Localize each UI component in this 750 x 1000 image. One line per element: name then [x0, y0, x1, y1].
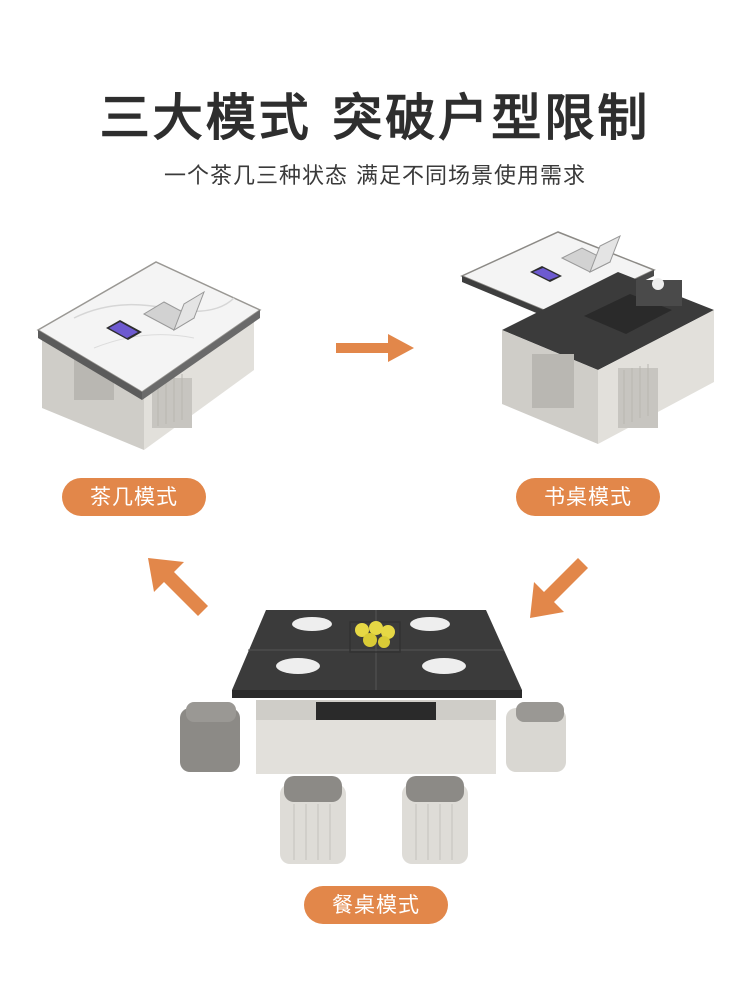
- page-subtitle: 一个茶几三种状态 满足不同场景使用需求: [164, 164, 586, 189]
- desk-table-image: [458, 218, 720, 458]
- coffee-table-mode-label: 茶几模式: [62, 478, 206, 516]
- dining-table-image: [176, 604, 576, 870]
- arrow-down-left-icon: [526, 556, 592, 626]
- arrow-right-icon: [336, 334, 416, 366]
- page-title: 三大模式 突破户型限制: [99, 89, 651, 147]
- desk-mode-label: 书桌模式: [516, 478, 660, 516]
- coffee-table-image: [34, 258, 264, 458]
- arrow-up-left-icon: [146, 556, 212, 626]
- dining-mode-label: 餐桌模式: [304, 886, 448, 924]
